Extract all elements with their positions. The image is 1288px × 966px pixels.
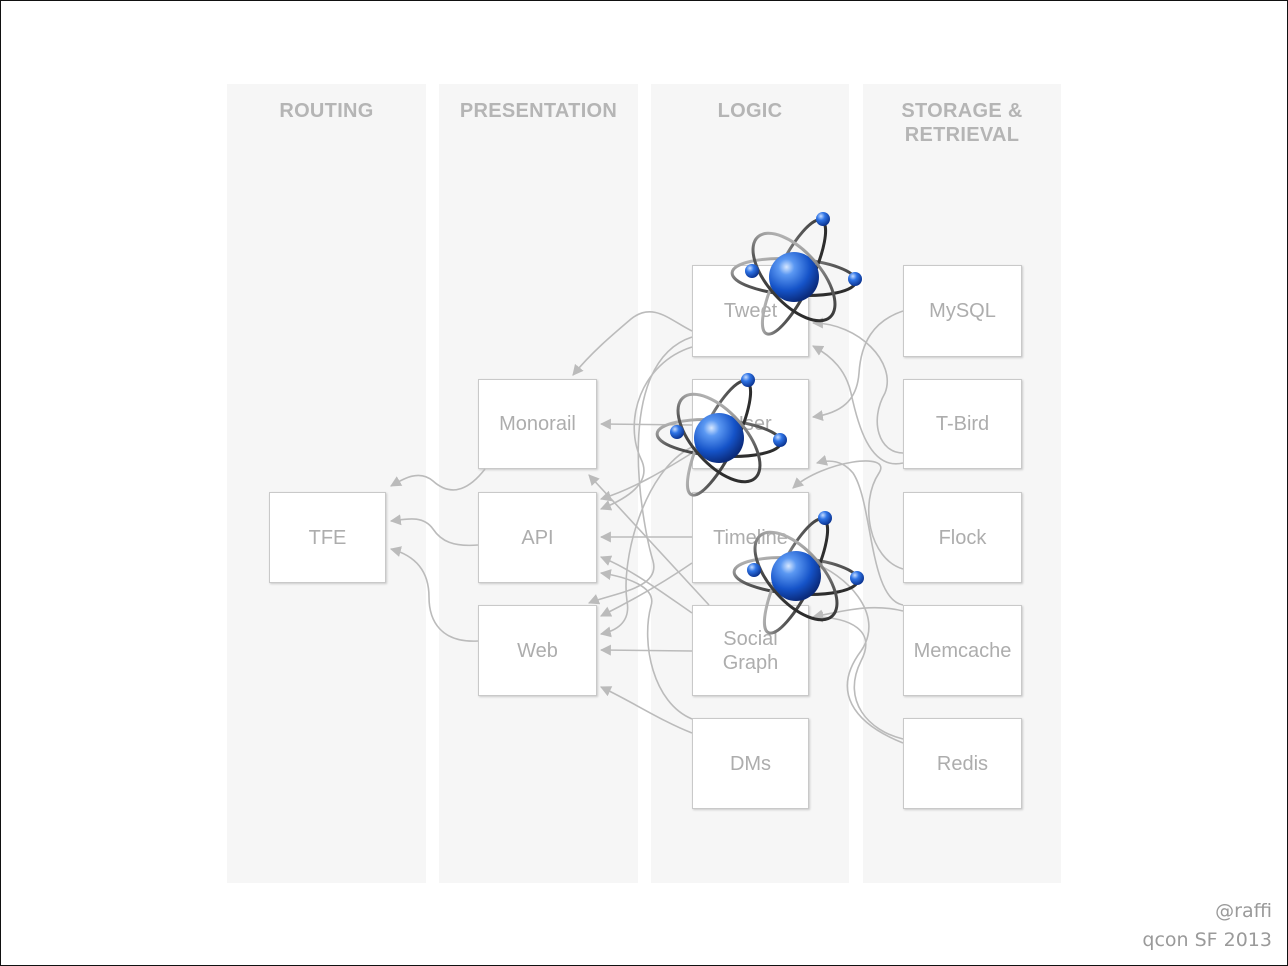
node-web: Web: [478, 605, 597, 696]
node-label: T-Bird: [935, 413, 990, 435]
event-name: qcon SF 2013: [1142, 929, 1272, 951]
node-label: DMs: [729, 752, 772, 775]
column-header-logic: LOGIC: [717, 100, 783, 122]
node-label: Social Graph: [722, 627, 779, 674]
node-user: User: [692, 379, 809, 469]
node-label: Redis: [936, 752, 989, 775]
column-header-storage-retrieval: STORAGE & RETRIEVAL: [901, 100, 1023, 146]
author-handle: @raffi: [1215, 900, 1272, 922]
column-header-routing: ROUTING: [279, 100, 374, 122]
node-dms: DMs: [692, 718, 809, 809]
footer: @raffi qcon SF 2013: [1142, 897, 1272, 955]
column-presentation: PRESENTATION: [439, 84, 638, 883]
node-label: API: [521, 526, 554, 549]
node-label: Timeline: [713, 526, 788, 549]
node-api: API: [478, 492, 597, 583]
node-t-bird: T-Bird: [903, 379, 1022, 469]
node-label: TFE: [308, 526, 347, 549]
node-redis: Redis: [903, 718, 1022, 809]
node-label: Web: [517, 639, 558, 662]
node-tfe: TFE: [269, 492, 386, 583]
node-label: MySQL: [929, 300, 996, 322]
node-label: Monorail: [499, 413, 576, 435]
node-mysql: MySQL: [903, 265, 1022, 357]
node-label: User: [729, 413, 772, 435]
node-tweet: Tweet: [692, 265, 809, 357]
node-label: Tweet: [723, 300, 778, 322]
node-memcache: Memcache: [903, 605, 1022, 696]
node-label: Flock: [938, 526, 987, 549]
node-timeline: Timeline: [692, 492, 809, 583]
node-flock: Flock: [903, 492, 1022, 583]
node-social-graph: Social Graph: [692, 605, 809, 696]
column-routing: ROUTING: [227, 84, 426, 883]
node-label: Memcache: [913, 639, 1012, 662]
column-header-presentation: PRESENTATION: [459, 100, 618, 122]
node-monorail: Monorail: [478, 379, 597, 469]
